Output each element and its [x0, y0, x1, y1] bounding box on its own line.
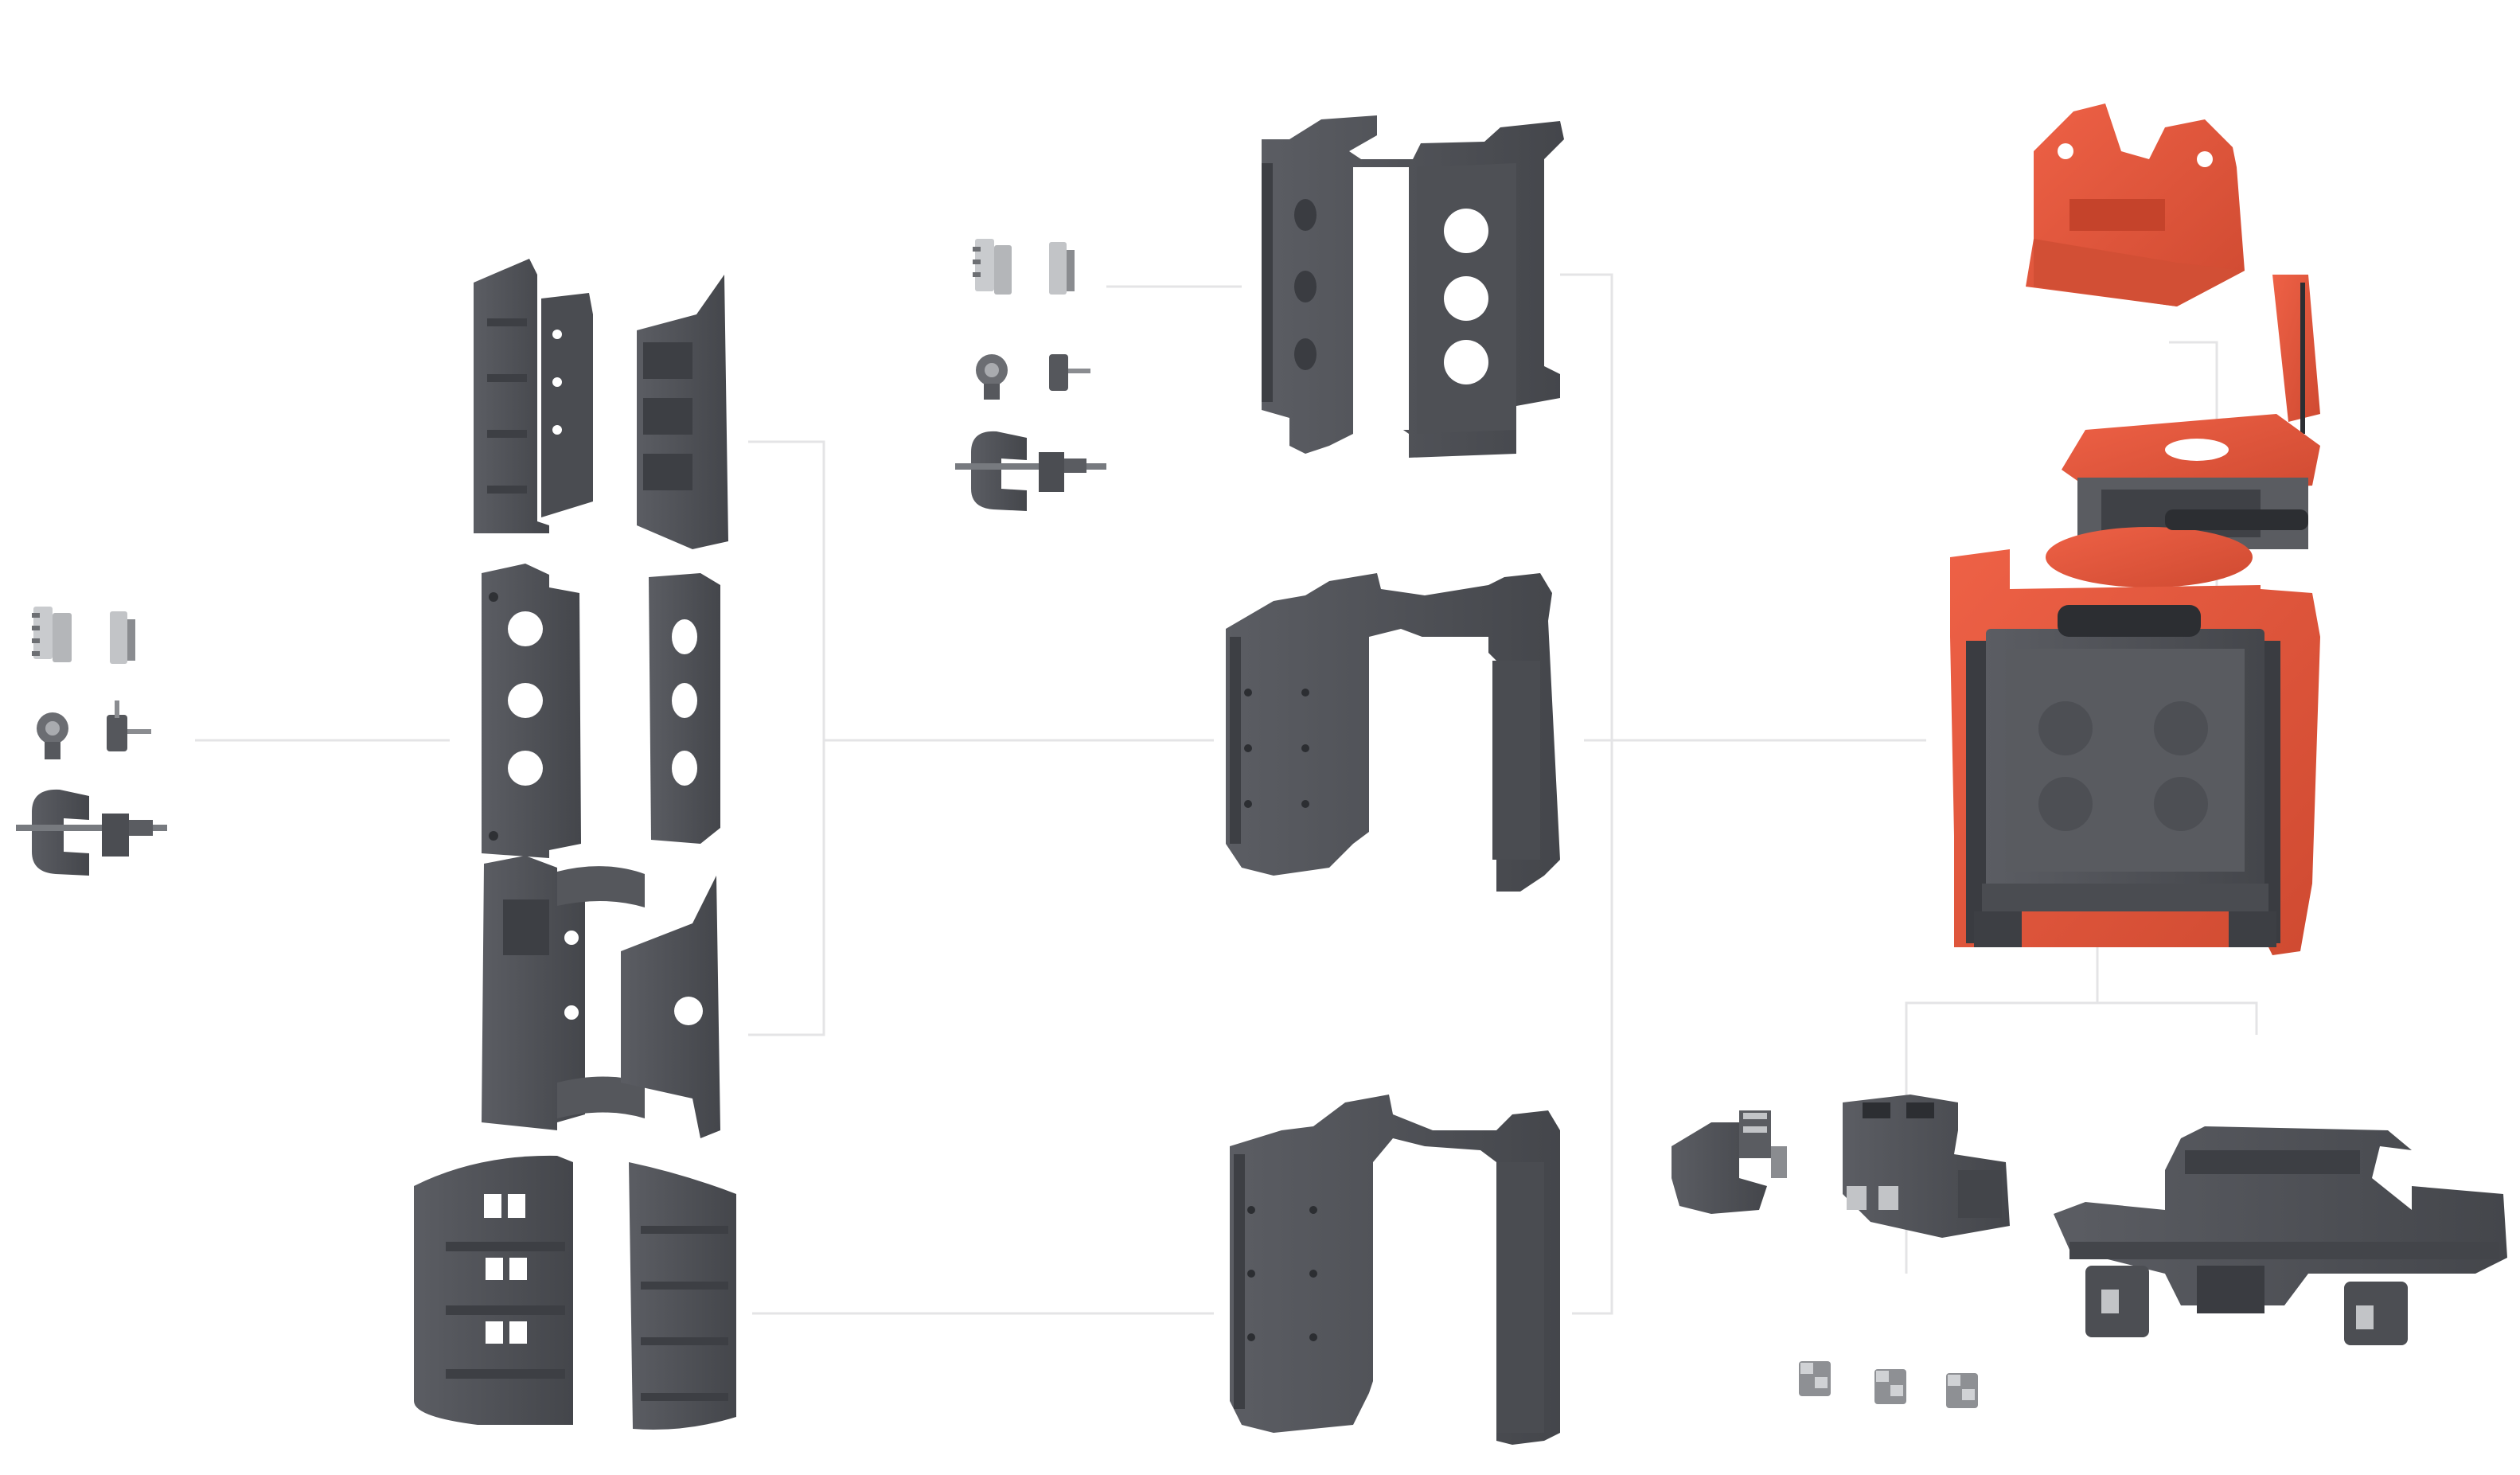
rotator-icon	[2046, 275, 2320, 587]
bolt-strip-icon	[32, 607, 135, 664]
outer-clamp-jaws	[414, 259, 736, 1430]
clamp-frame-2	[1226, 573, 1560, 892]
clamp-frame-1	[1262, 115, 1564, 458]
clamp-frames	[1226, 115, 1564, 1445]
hinge-bracket-icon	[955, 431, 1106, 511]
adapter-bracket-icon	[2026, 103, 2245, 306]
fastener-kit-left	[16, 607, 167, 876]
clamp-jaw-pair-1	[474, 259, 728, 549]
fastener-kit-top	[955, 239, 1106, 511]
gearbox-small-icon	[1672, 1110, 1787, 1214]
bracket-icon	[1946, 1373, 1978, 1408]
bearing-icon	[976, 354, 1090, 400]
bolt-strip-icon	[973, 239, 1075, 295]
vibrator-body-icon	[1950, 549, 2320, 955]
clamp-jaw-pair-4	[414, 1155, 736, 1430]
bearing-icon	[37, 700, 151, 759]
hinge-bracket-icon	[16, 789, 167, 876]
hammer-subcomponents	[1672, 1095, 2507, 1345]
clamp-frame-3	[1230, 1095, 1560, 1445]
bracket-icon	[1874, 1369, 1906, 1404]
eccentric-housing-icon	[2054, 1126, 2507, 1345]
gearbox-icon	[1843, 1095, 2010, 1238]
bracket-icon	[1799, 1361, 1831, 1396]
small-brackets	[1799, 1361, 1978, 1408]
clamp-jaw-pair-3	[482, 856, 720, 1138]
clamp-jaw-pair-2	[482, 564, 720, 858]
vibro-hammer-assembly	[1950, 103, 2320, 955]
